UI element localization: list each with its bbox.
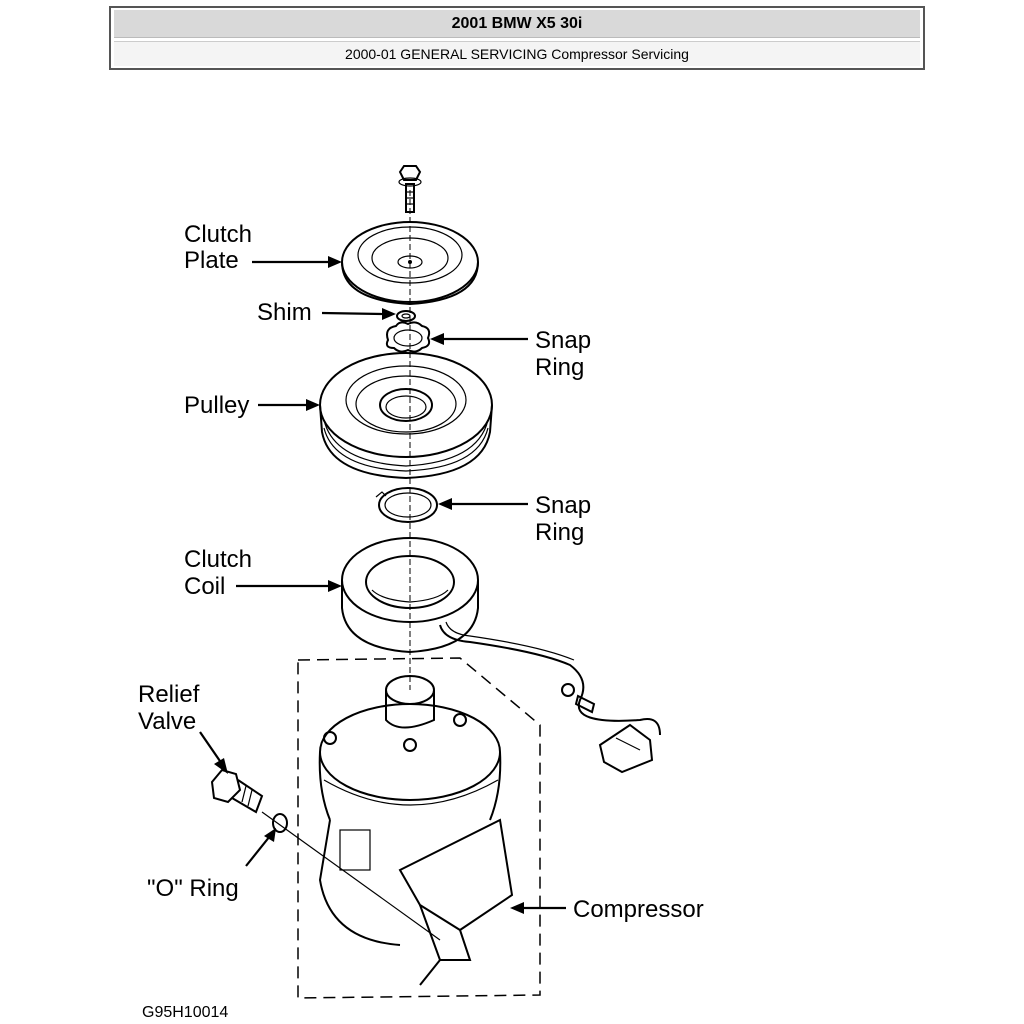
relief-valve-part (210, 768, 264, 814)
pulley-part (319, 352, 493, 480)
valve-axis-line (261, 811, 441, 941)
relief-valve-label-line1: Relief (138, 681, 200, 708)
clutch-plate-part (341, 221, 479, 306)
shim-arrow (321, 308, 396, 320)
section-subtitle: 2000-01 GENERAL SERVICING Compressor Ser… (114, 41, 920, 66)
lower-snap-ring-arrow (438, 498, 528, 510)
relief-valve-arrow (199, 731, 228, 774)
vehicle-title: 2001 BMW X5 30i (114, 10, 920, 38)
clutch-coil-part (341, 537, 479, 654)
shim-label: Shim (257, 299, 312, 326)
o-ring-part (272, 813, 288, 833)
wire-harness-part (439, 621, 661, 774)
clutch-coil-label-line2: Coil (184, 573, 225, 600)
lower-snap-ring-label-line2: Ring (535, 519, 584, 546)
shim-part (396, 310, 416, 322)
upper-snap-ring-arrow (430, 333, 528, 345)
lower-snap-ring-part (375, 487, 438, 523)
clutch-coil-label-line1: Clutch (184, 546, 252, 573)
bolt-part (398, 165, 422, 213)
relief-valve-label-line2: Valve (138, 708, 196, 735)
clutch-plate-arrow (252, 256, 342, 268)
upper-snap-ring-label-line1: Snap (535, 327, 591, 354)
document-header: 2001 BMW X5 30i 2000-01 GENERAL SERVICIN… (109, 6, 925, 70)
compressor-part (297, 657, 541, 999)
figure-id: G95H10014 (142, 1004, 228, 1021)
clutch-plate-label-line2: Plate (184, 247, 239, 274)
upper-snap-ring-part (385, 321, 431, 353)
pulley-arrow (258, 399, 320, 411)
compressor-label: Compressor (573, 896, 704, 923)
pulley-label: Pulley (184, 392, 249, 419)
o-ring-label: "O" Ring (147, 875, 239, 902)
compressor-arrow (510, 902, 566, 914)
clutch-plate-label-line1: Clutch (184, 221, 252, 248)
clutch-coil-arrow (236, 580, 342, 592)
lower-snap-ring-label-line1: Snap (535, 492, 591, 519)
o-ring-arrow (245, 828, 276, 867)
upper-snap-ring-label-line2: Ring (535, 354, 584, 381)
